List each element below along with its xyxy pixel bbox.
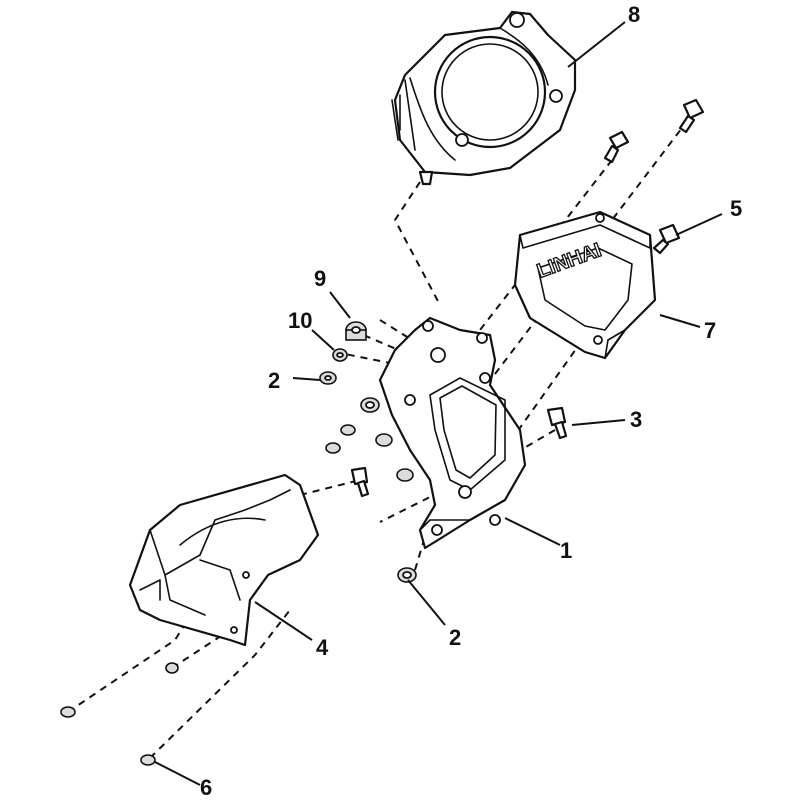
callout-5: 5 [730, 196, 742, 221]
bolt-item-3 [546, 406, 568, 440]
callout-3: 3 [630, 407, 642, 432]
callout-1: 1 [560, 538, 572, 563]
bolt-top-b [678, 98, 705, 134]
screw-item-6-left [60, 706, 76, 718]
callout-labels: 1 2 2 3 4 5 6 7 8 9 10 [200, 2, 742, 800]
screw-item-6-bottom [140, 754, 156, 766]
nut-item-2-lower [397, 567, 417, 583]
callout-8: 8 [628, 2, 640, 27]
nut-item-9 [345, 321, 367, 341]
leader-lines [154, 21, 723, 786]
bolt-left [350, 466, 370, 498]
bolt-top-a [603, 130, 630, 164]
fasteners [60, 98, 705, 766]
main-mounting-bracket [378, 316, 527, 550]
washer-item-10 [332, 348, 348, 362]
callout-6: 6 [200, 775, 212, 800]
callout-2-upper: 2 [268, 368, 280, 393]
nut-item-2-upper [319, 371, 337, 385]
loose-washers [325, 397, 414, 482]
gauge-housing [391, 10, 577, 186]
callout-10: 10 [288, 308, 312, 333]
callout-2-lower: 2 [449, 625, 461, 650]
lower-cover [128, 473, 320, 647]
branded-bracket-frame: LINHAI [513, 210, 657, 360]
bolt-item-5 [652, 223, 681, 255]
screw-item-6-middle [165, 662, 179, 674]
callout-9: 9 [314, 266, 326, 291]
callout-7: 7 [704, 318, 716, 343]
callout-4: 4 [316, 635, 329, 660]
